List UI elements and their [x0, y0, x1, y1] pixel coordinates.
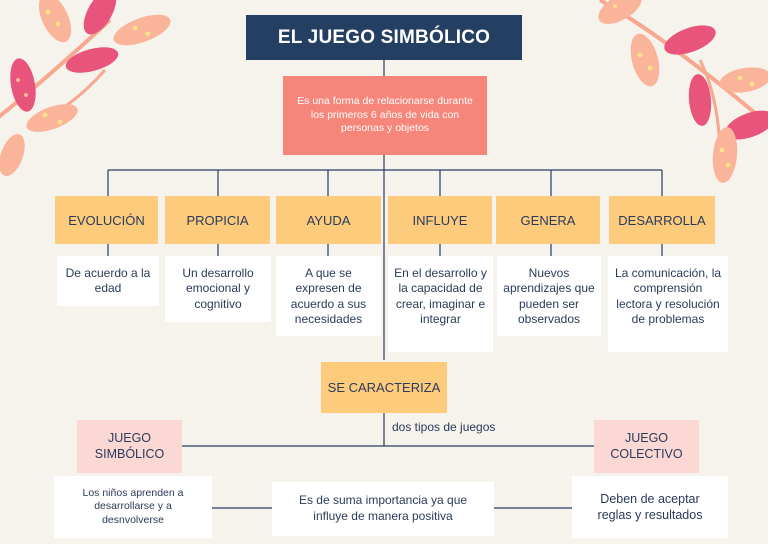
- type-card-colectivo: Deben de aceptar reglas y resultados: [572, 476, 728, 538]
- connector-lines: [107, 60, 663, 509]
- type-card-simbolico: Los niños aprenden a desarrollarse y a d…: [54, 476, 212, 538]
- definition-box: Es una forma de relacionarse durante los…: [283, 76, 487, 155]
- characteristic-box: SE CARACTERIZA: [321, 362, 447, 413]
- type-label-simbolico: JUEGO SIMBÓLICO: [77, 420, 182, 473]
- branch-header-desarrolla: DESARROLLA: [609, 196, 715, 244]
- connector-note: dos tipos de juegos: [392, 420, 496, 434]
- branch-card-influye: En el desarrollo y la capacidad de crear…: [388, 256, 493, 352]
- center-note-card: Es de suma importancia ya que influye de…: [272, 482, 494, 536]
- branch-header-genera: GENERA: [496, 196, 600, 244]
- type-label-colectivo: JUEGO COLECTIVO: [594, 420, 699, 473]
- branch-header-propicia: PROPICIA: [165, 196, 270, 244]
- branch-card-genera: Nuevos aprendizajes que pueden ser obser…: [497, 256, 601, 336]
- branch-header-evolucion: EVOLUCIÓN: [55, 196, 158, 244]
- page-title: EL JUEGO SIMBÓLICO: [246, 15, 522, 60]
- branch-card-desarrolla: La comunicación, la comprensión lectora …: [608, 256, 728, 352]
- leaf-branch-left-icon: [0, 0, 171, 177]
- branch-card-ayuda: A que se expresen de acuerdo a sus neces…: [276, 256, 381, 336]
- branch-card-evolucion: De acuerdo a la edad: [57, 256, 159, 306]
- leaf-branch-right-icon: [598, 0, 768, 183]
- branch-header-influye: INFLUYE: [388, 196, 492, 244]
- branch-card-propicia: Un desarrollo emocional y cognitivo: [165, 256, 271, 322]
- branch-header-ayuda: AYUDA: [276, 196, 381, 244]
